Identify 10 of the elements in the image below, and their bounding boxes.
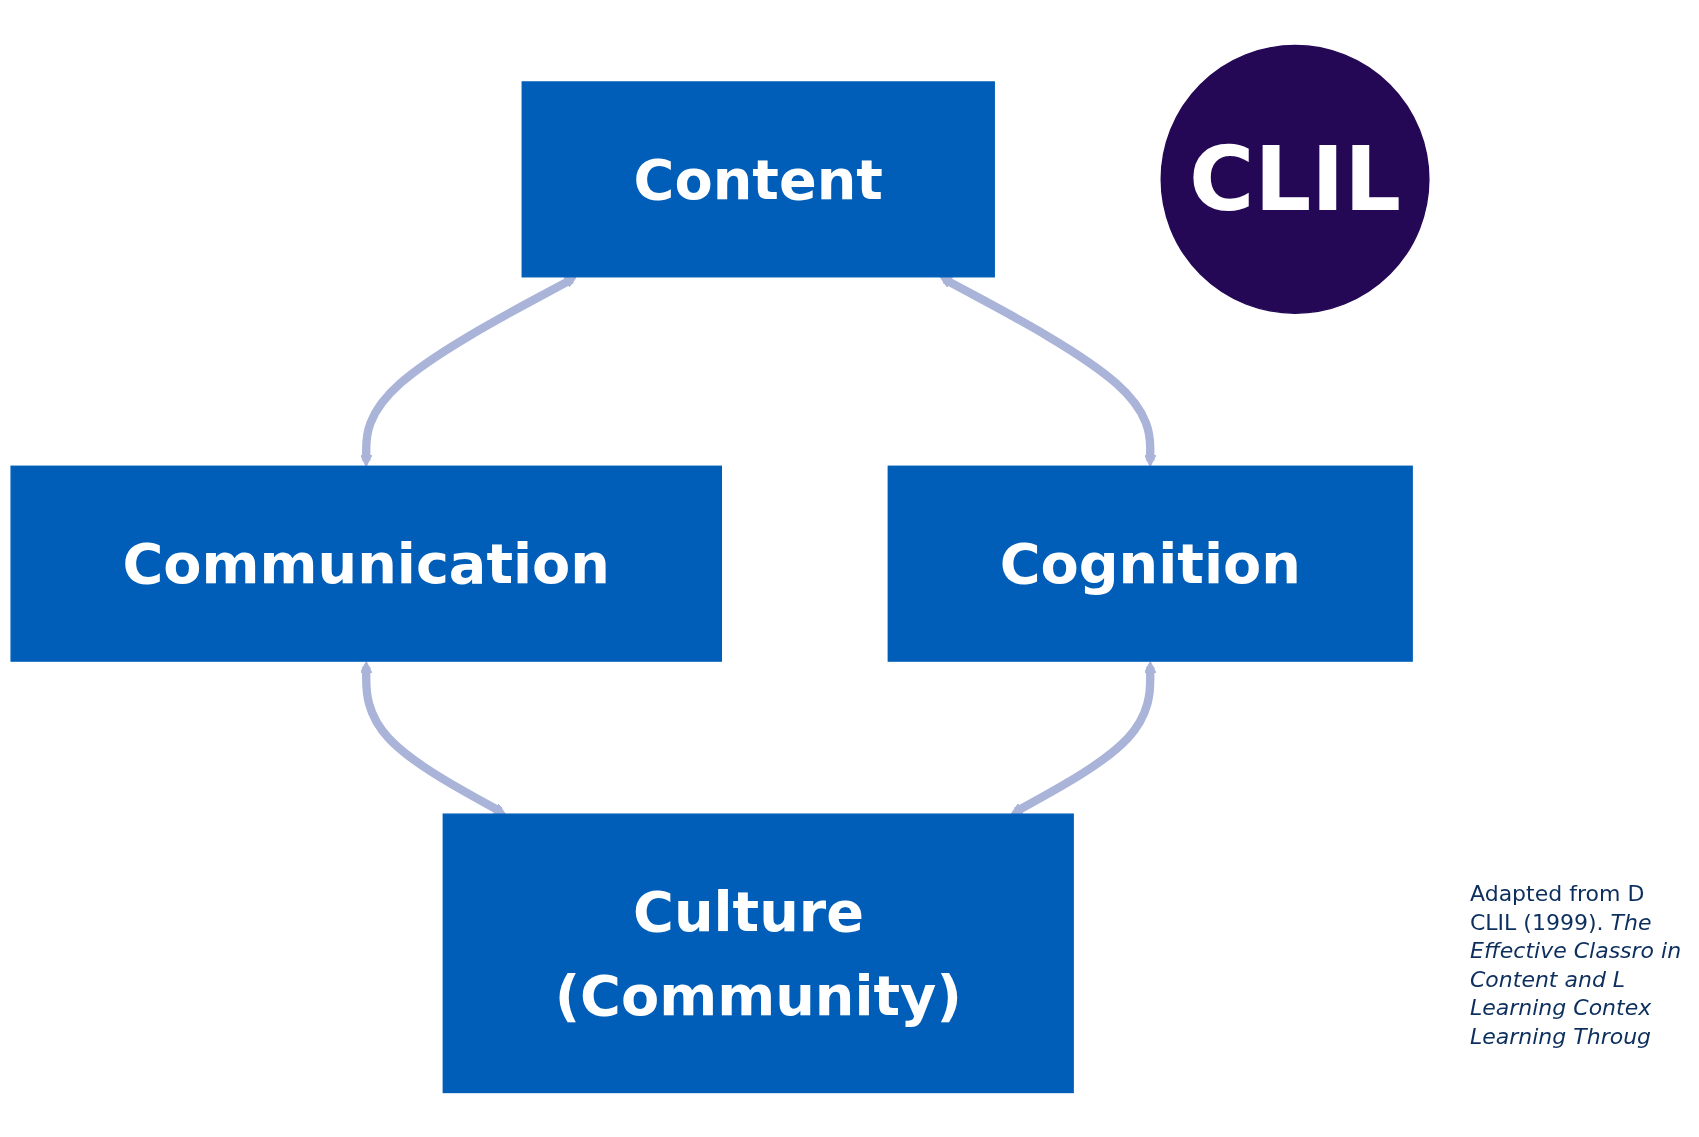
caption: Adapted from D CLIL (1999). The Effective Classro in Content and L Learning Contex Learning Throug <box>1470 880 1683 1051</box>
node-box: Content <box>521 80 995 277</box>
arrow <box>939 275 1157 467</box>
arrow <box>360 275 577 467</box>
node-box: Communication <box>10 465 723 662</box>
arrow <box>360 660 506 815</box>
node-box: Cognition <box>887 465 1413 662</box>
arrow <box>1010 660 1157 815</box>
node-box: Culture (Community) <box>442 812 1074 1093</box>
node-circle: CLIL <box>1160 44 1430 314</box>
